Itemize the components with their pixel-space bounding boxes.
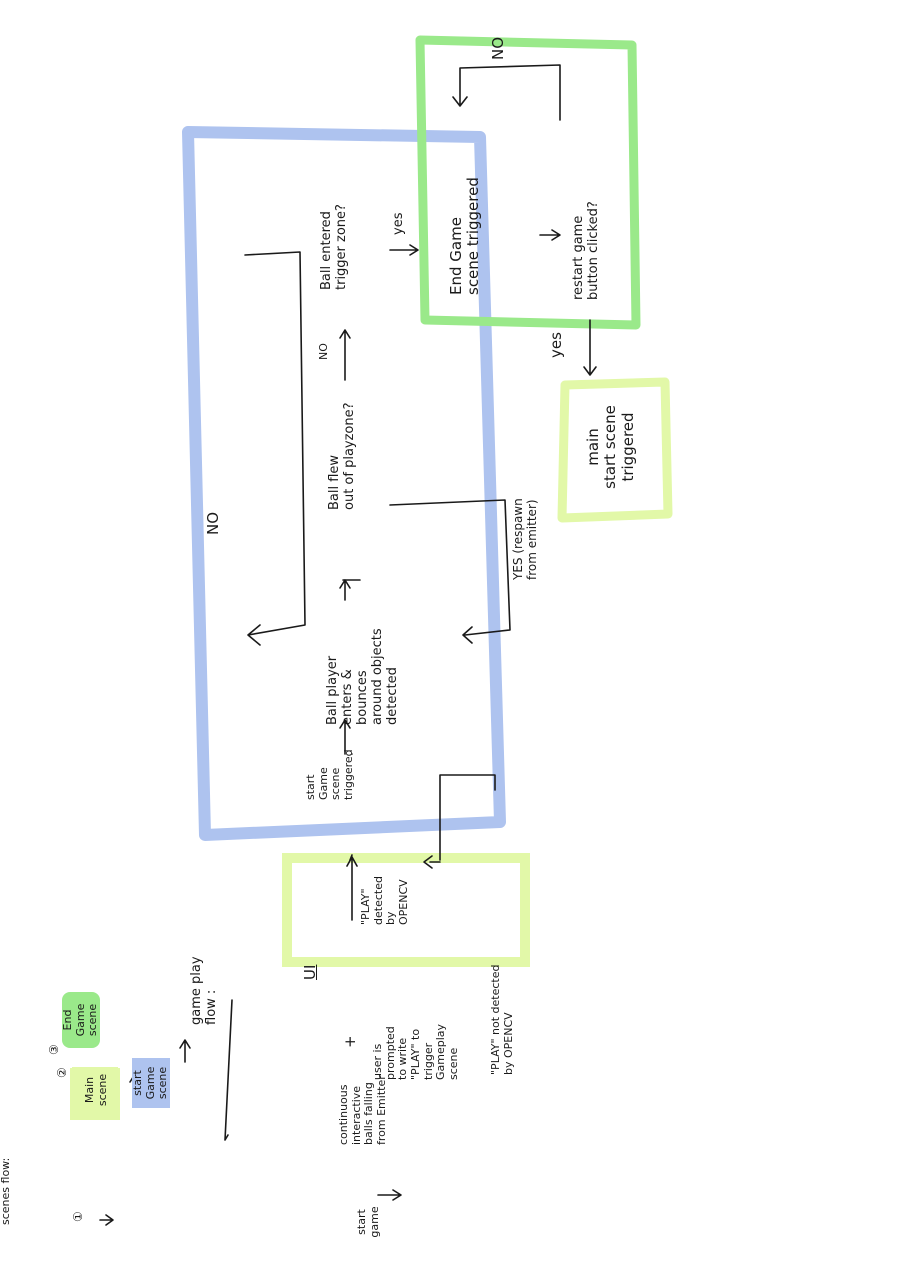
- plus-sign: +: [341, 1035, 359, 1048]
- arrow-start-to-ui: [377, 1189, 402, 1201]
- legend-title: scenes flow:: [0, 1157, 12, 1225]
- arrow-not-detected-loop: [423, 774, 496, 869]
- start-scene-triggered: start Game scene triggered: [304, 749, 355, 800]
- arrow-restart-yes: [583, 319, 597, 376]
- trigger-zone-text: Ball entered trigger zone?: [319, 204, 349, 290]
- play-not-detected-label: "PLAY" not detected by OPENCV: [489, 964, 515, 1075]
- no-top-label: NO: [489, 36, 507, 60]
- restart-text: restart game button clicked?: [571, 201, 601, 300]
- arrow-restart-no-loop: [452, 64, 561, 121]
- arrow-play-detected: [346, 856, 358, 921]
- start-game-label: start game: [355, 1206, 381, 1238]
- yes-trigger-label: yes: [391, 212, 406, 235]
- ui-balls-text: continuous interactive balls falling fro…: [337, 1075, 388, 1145]
- arrow-legend-back: [99, 1214, 114, 1226]
- arrow-trigger-yes: [389, 244, 419, 256]
- arrow-no-loop-left: [244, 251, 306, 646]
- ball-player-text: Ball player enters & bounces around obje…: [325, 628, 400, 725]
- yes-restart-label: yes: [547, 332, 565, 358]
- no-mid-label: NO: [317, 343, 330, 360]
- no-left-label: NO: [204, 511, 222, 535]
- legend-number-2: ②: [55, 1067, 69, 1078]
- ui-heading: UI: [301, 964, 319, 980]
- gameplay-box: [182, 126, 506, 841]
- ui-prompt-text: user is prompted to write "PLAY" to trig…: [371, 1023, 460, 1080]
- arrow-starttriggered-to-ball: [339, 719, 353, 755]
- legend-start-scene: start Game scene: [131, 1058, 170, 1108]
- arrow-flewout-to-trigger: [339, 329, 351, 381]
- arrow-ball-to-flewout-2: [339, 579, 351, 601]
- endgame-box: [415, 35, 641, 330]
- arrow-legend-loop: [224, 999, 233, 1141]
- arrow-respawn-loop: [389, 499, 511, 644]
- main-triggered-box: [557, 377, 673, 523]
- arrow-legend-2-3: [179, 1039, 191, 1063]
- main-triggered-text: main start scene triggered: [584, 405, 637, 489]
- arrow-end-to-restart: [539, 229, 561, 241]
- legend-end-scene: End Game scene: [61, 992, 100, 1048]
- legend-main-scene: Main scene: [83, 1073, 109, 1107]
- legend-number-1: ①: [71, 1211, 85, 1222]
- legend-number-3: ③: [47, 1044, 61, 1055]
- yes-respawn-label: YES (respawn from emitter): [511, 498, 539, 580]
- flow-title: game play flow :: [189, 956, 219, 1025]
- play-detected-label: "PLAY" detected by OPENCV: [359, 876, 410, 925]
- flew-out-text: Ball flew out of playzone?: [327, 402, 357, 510]
- end-triggered-text: End Game scene triggered: [447, 177, 483, 295]
- ui-box: [282, 853, 530, 967]
